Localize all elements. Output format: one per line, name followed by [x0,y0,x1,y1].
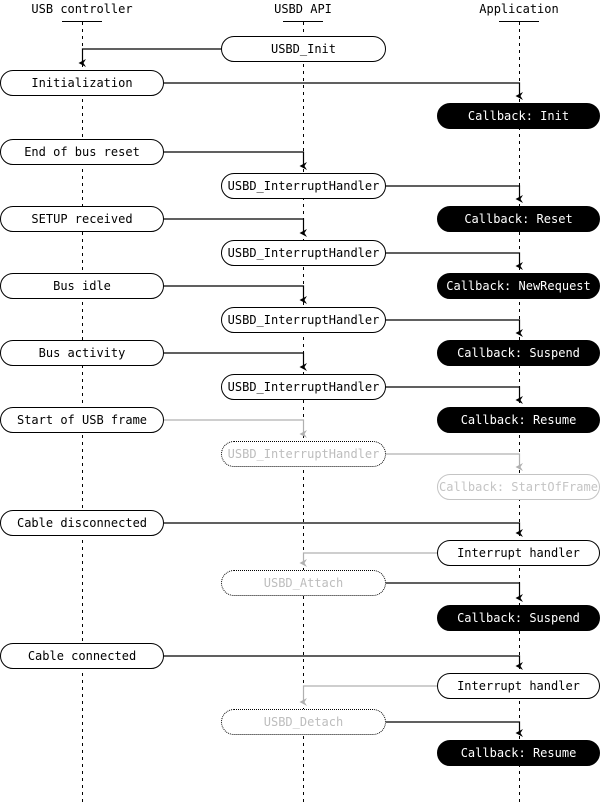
node-usbd-interrupthandler-4[interactable]: USBD_InterruptHandler [221,374,386,400]
node-callback-startofframe[interactable]: Callback: StartOfFrame [437,474,600,500]
node-usbd-interrupthandler-2[interactable]: USBD_InterruptHandler [221,240,386,266]
node-usbd-interrupthandler-5[interactable]: USBD_InterruptHandler [221,441,386,467]
node-end-of-bus-reset[interactable]: End of bus reset [0,139,164,165]
node-callback-init[interactable]: Callback: Init [437,103,600,129]
node-interrupt-handler-app-2[interactable]: Interrupt handler [437,673,600,699]
node-interrupt-handler-app-1[interactable]: Interrupt handler [437,540,600,566]
node-usbd-attach[interactable]: USBD_Attach [221,570,386,596]
node-bus-idle[interactable]: Bus idle [0,273,164,299]
column-header-usbd-api: USBD API [274,2,332,16]
node-setup-received[interactable]: SETUP received [0,206,164,232]
node-callback-suspend-2[interactable]: Callback: Suspend [437,605,600,631]
node-cable-connected[interactable]: Cable connected [0,643,164,669]
node-usbd-interrupthandler-3[interactable]: USBD_InterruptHandler [221,307,386,333]
node-callback-newrequest[interactable]: Callback: NewRequest [437,273,600,299]
node-callback-reset[interactable]: Callback: Reset [437,206,600,232]
node-callback-resume-2[interactable]: Callback: Resume [437,740,600,766]
node-start-of-usb-frame[interactable]: Start of USB frame [0,407,164,433]
node-callback-resume-1[interactable]: Callback: Resume [437,407,600,433]
column-header-application: Application [479,2,559,16]
node-cable-disconnected[interactable]: Cable disconnected [0,510,164,536]
connectors-black [78,48,523,737]
node-usbd-detach[interactable]: USBD_Detach [221,709,386,735]
connectors-gray [164,419,523,706]
node-usbd-interrupthandler-1[interactable]: USBD_InterruptHandler [221,173,386,199]
node-initialization[interactable]: Initialization [0,70,164,96]
node-callback-suspend-1[interactable]: Callback: Suspend [437,340,600,366]
node-usbd-init[interactable]: USBD_Init [221,36,386,62]
node-bus-activity[interactable]: Bus activity [0,340,164,366]
column-header-usb-controller: USB controller [31,2,133,16]
